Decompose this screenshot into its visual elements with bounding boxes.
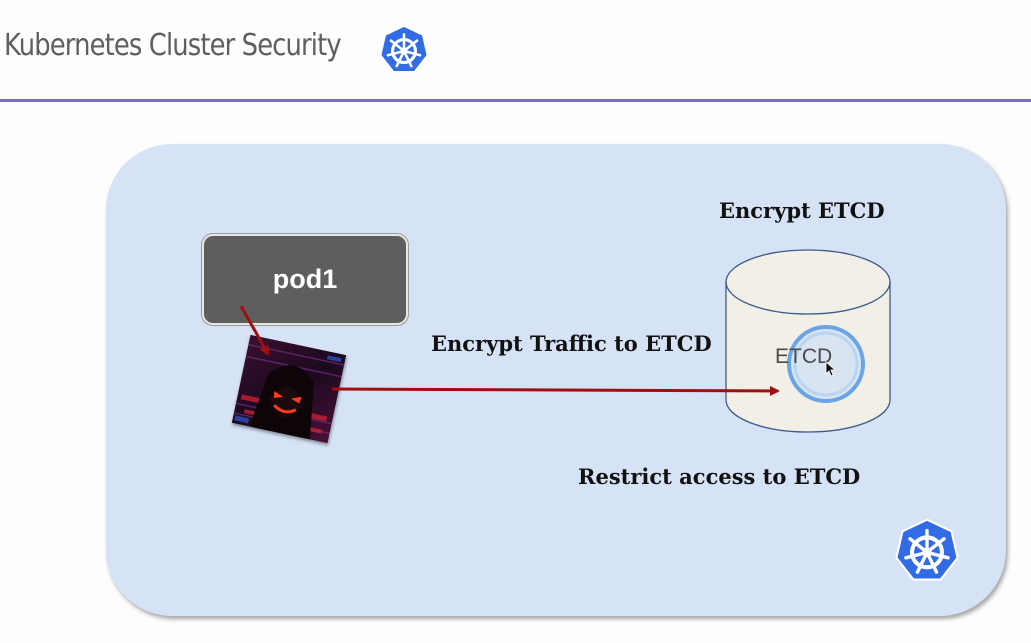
- restrict-access-label: Restrict access to ETCD: [578, 464, 861, 489]
- pod1-label: pod1: [272, 264, 338, 294]
- slide-title: Kubernetes Cluster Security: [4, 28, 342, 63]
- kubernetes-corner-logo-icon: [895, 518, 959, 581]
- encrypt-etcd-label: Encrypt ETCD: [719, 198, 885, 223]
- hooded-hacker-icon: [231, 334, 347, 444]
- title-divider: [0, 99, 1031, 102]
- encrypt-traffic-label: Encrypt Traffic to ETCD: [431, 331, 712, 356]
- etcd-label: ETCD: [775, 345, 833, 368]
- pod1-box: pod1: [202, 234, 408, 325]
- kubernetes-logo-icon: [379, 25, 429, 73]
